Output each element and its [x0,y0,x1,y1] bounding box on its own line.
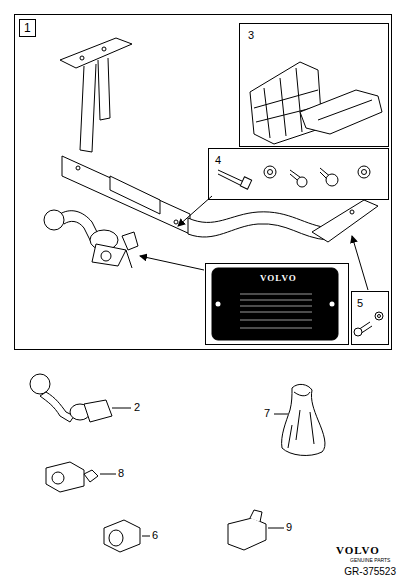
ball-neck [40,392,74,422]
bolt-head [297,177,307,187]
nut-hole [362,170,367,175]
callout-number: 3 [248,30,254,41]
inset-box: 4 [208,148,389,200]
lock-housing [46,462,84,492]
leader-arrow [178,196,212,226]
callout-number: 9 [286,522,292,533]
socket-housing [84,400,112,422]
bracket-edge [318,100,372,120]
bellows-cover [282,384,325,455]
lock-key [84,470,98,482]
bolt-shank [218,170,244,186]
leader-arrow [140,256,204,270]
bracket-hole [102,47,106,51]
socket-housing [92,244,126,266]
plate-hole [330,302,335,307]
tow-ball [44,210,64,230]
lock-cylinder [52,472,64,484]
flange-hole [174,220,178,224]
plate-box: VOLVO [205,263,349,345]
callout-number: 4 [215,155,221,166]
type-plate [212,268,338,340]
mount-bracket [60,38,132,68]
plate-brand: VOLVO [260,274,297,283]
callout-number: 8 [118,468,124,479]
washer [375,312,383,320]
plate-hole [216,302,221,307]
bumper-foam [250,62,322,144]
support-tube [80,64,96,152]
callout-number: 2 [134,402,140,413]
figure-frame: 1 3 4VOLVO 5 [14,14,392,350]
leader-line [100,474,116,475]
callout-number: 6 [152,530,158,541]
plate-fields [240,294,312,328]
crossbeam-tube [188,212,330,240]
flange-bolt-head [326,174,338,186]
leader-line [142,536,150,537]
bolt-head [240,177,251,189]
flange-nut [358,166,370,178]
mount-bracket [312,200,378,242]
leader-arrow [352,236,368,290]
leader-line [274,414,288,415]
cable [126,250,132,268]
inset-box: 3 [239,23,389,147]
support-tube [98,58,110,120]
bumper-bracket [300,90,382,134]
connector-latch [250,510,262,522]
nut-hole [268,170,273,175]
inset-box: 5 [351,291,389,345]
drawing-number: GR-375523 [344,567,396,577]
bracket-hole [350,210,354,214]
washer-hole [378,315,381,318]
callout-number: 1 [19,19,36,37]
nut [264,166,276,178]
tow-ball [30,374,50,394]
cap-face [109,530,123,546]
crossbeam-block [110,176,160,214]
callout-number: 7 [264,408,270,419]
socket-face [101,251,111,261]
release-lever [122,232,138,250]
brand-tagline: GENUINE PARTS [350,558,390,563]
leader-line [268,528,284,529]
bolt-head [354,328,362,336]
connector-housing [228,518,266,550]
callout-number: 5 [357,298,363,309]
bracket-hole [80,56,84,60]
bellows-folds [288,392,314,448]
brand-logo: VOLVO [336,545,380,556]
flange-hole [76,166,80,170]
socket-cap [104,520,140,552]
leader-line [112,408,131,409]
